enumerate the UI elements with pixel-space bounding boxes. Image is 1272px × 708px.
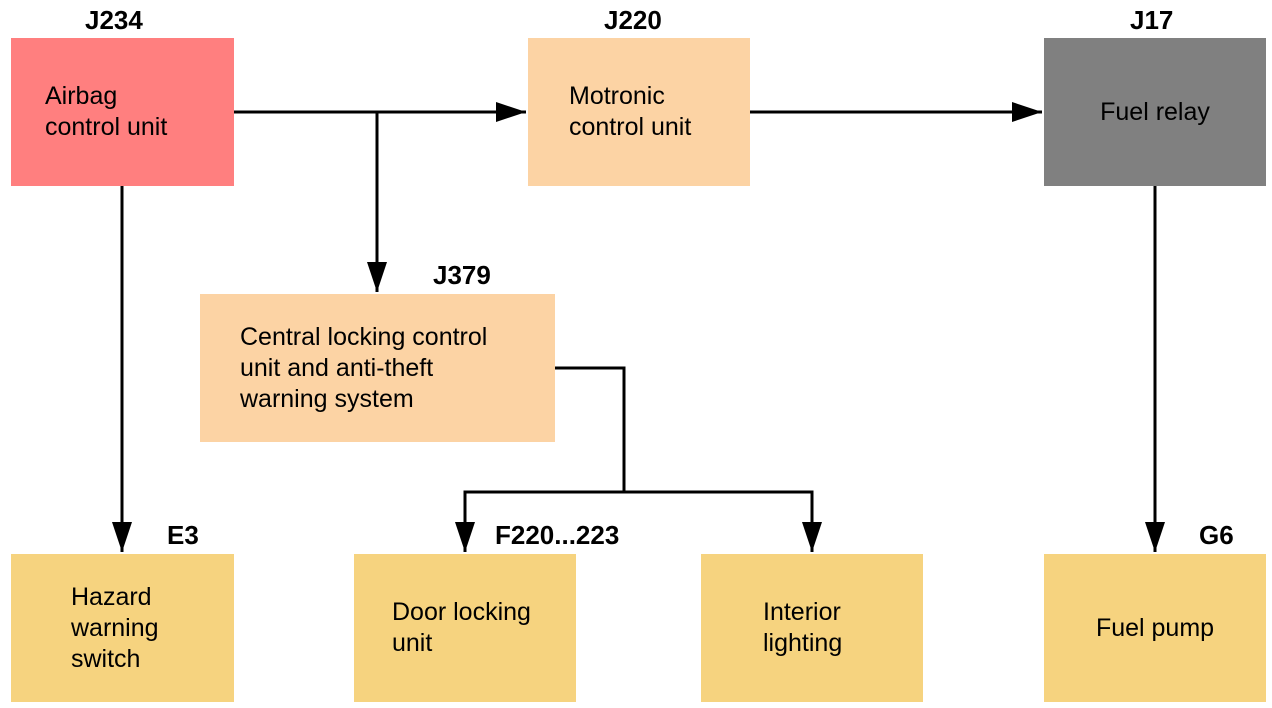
node-interior-lighting: Interior lighting	[701, 554, 923, 702]
code-g6: G6	[1199, 520, 1234, 550]
code-e3: E3	[167, 520, 199, 550]
node-fuel-relay: Fuel relay	[1044, 38, 1266, 186]
node-label: switch	[71, 644, 141, 673]
node-label: warning	[71, 613, 159, 642]
edge-j379-to-f220	[455, 490, 624, 552]
code-j379: J379	[433, 260, 491, 290]
node-label: Motronic	[569, 82, 665, 110]
node-label: Interior	[763, 598, 841, 626]
edge-j379-trunk	[555, 366, 626, 492]
node-fuel-pump: Fuel pump	[1044, 554, 1266, 702]
code-j234: J234	[85, 5, 143, 35]
node-label: lighting	[763, 629, 843, 657]
node-label: warning system	[240, 384, 414, 413]
node-label: Fuel relay	[1100, 97, 1210, 126]
node-motronic-control-unit: Motronic control unit	[528, 38, 750, 186]
code-j17: J17	[1130, 5, 1174, 35]
node-door-locking-unit: Door locking unit	[354, 554, 576, 702]
node-airbag-control-unit: Airbag control unit	[11, 38, 234, 186]
node-label: Airbag	[45, 82, 118, 110]
node-hazard-warning-switch: Hazard warning switch	[11, 554, 234, 702]
node-label: unit and anti-theft	[240, 353, 434, 382]
node-label: Hazard	[71, 582, 152, 611]
edge-j379-to-interior	[624, 490, 822, 552]
node-central-locking-control-unit: Central locking control unit and anti-th…	[200, 294, 555, 442]
code-j220: J220	[604, 5, 662, 35]
node-label: control unit	[569, 113, 692, 141]
node-label: unit	[392, 629, 433, 657]
node-label: Door locking	[392, 598, 531, 626]
node-label: Fuel pump	[1095, 613, 1215, 642]
node-label: Central locking control	[240, 322, 488, 351]
node-label: control unit	[45, 113, 168, 141]
code-f220: F220...223	[495, 520, 620, 550]
